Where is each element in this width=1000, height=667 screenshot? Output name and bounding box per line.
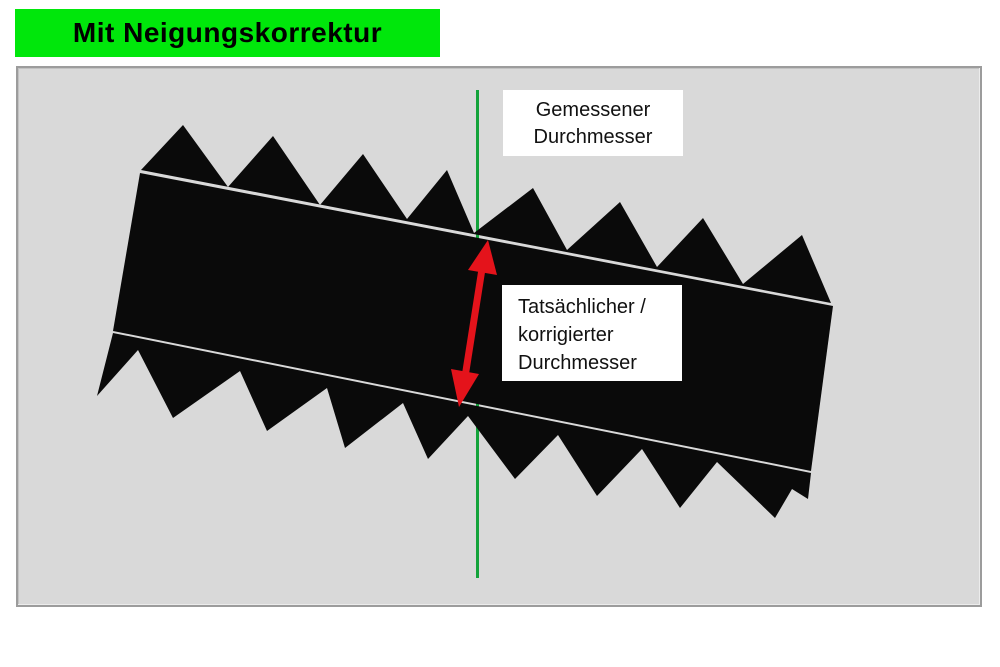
label-measured-diameter: Gemessener Durchmesser [503,90,683,156]
diagram-panel [16,66,982,607]
label-corrected-diameter: Tatsächlicher / korrigierter Durchmesser [502,285,682,381]
label-corrected-line2: korrigierter [518,324,614,346]
label-corrected-line1: Tatsächlicher / [518,296,646,318]
label-corrected-line3: Durchmesser [518,352,637,374]
title-text: Mit Neigungskorrektur [72,17,383,48]
label-measured-line2: Durchmesser [533,126,653,148]
label-measured-line1: Gemessener [535,99,651,121]
title-banner: Mit Neigungskorrektur [15,9,440,57]
